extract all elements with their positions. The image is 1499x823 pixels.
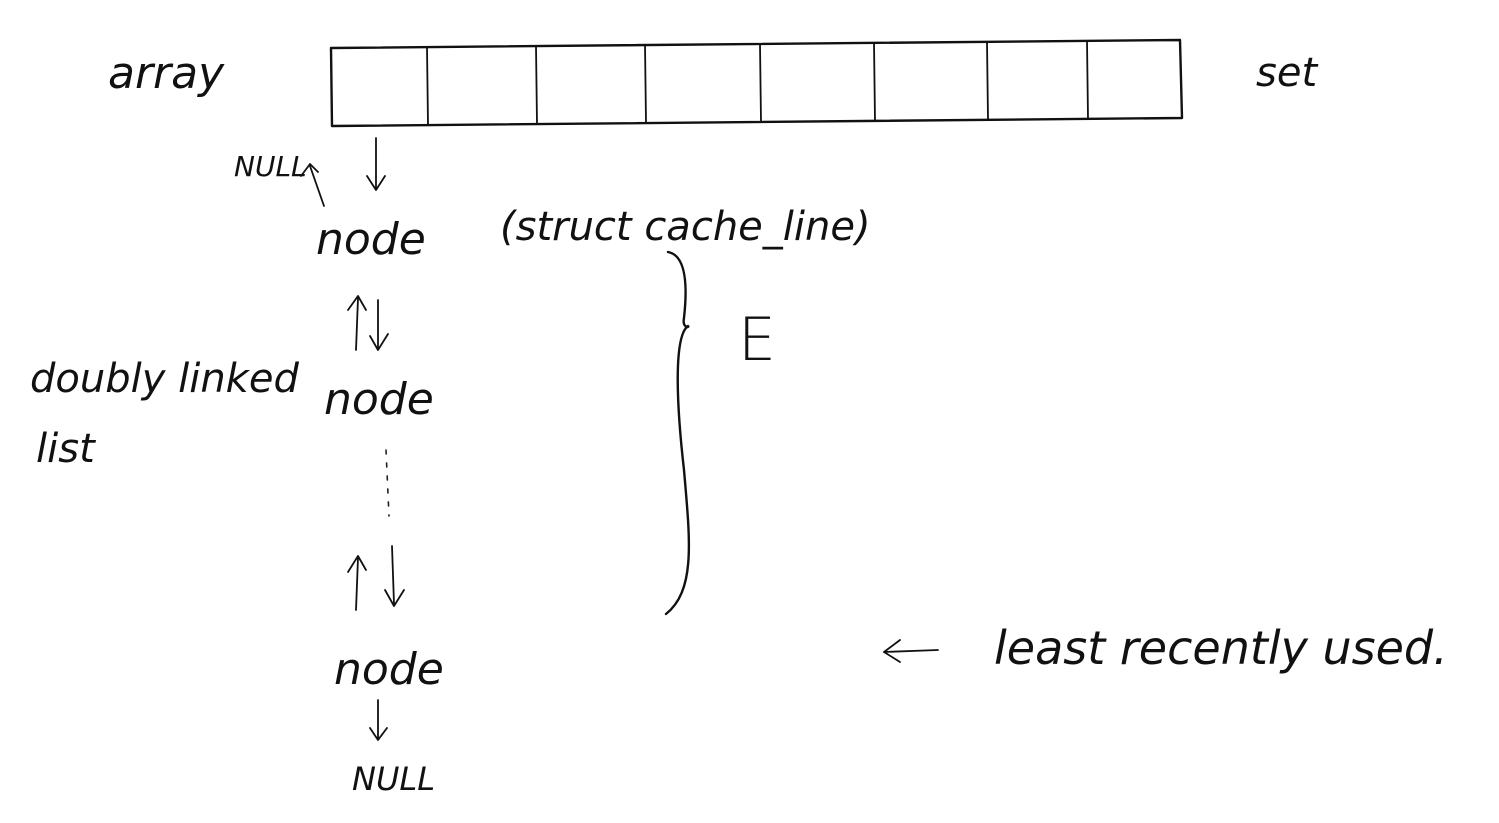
array-cell-dividers: [426, 40, 1089, 126]
array-cell-divider: [986, 40, 989, 121]
node-last: node: [334, 644, 444, 695]
array-cell-divider: [759, 43, 762, 123]
array-cell-divider: [535, 45, 538, 125]
array-to-node-arrow: [366, 137, 386, 191]
least-recently-used-note: least recently used.: [994, 621, 1448, 675]
array-label: array: [108, 48, 225, 99]
array-cell-divider: [644, 44, 647, 124]
group-brace: [664, 250, 691, 616]
array-cell-divider: [873, 42, 876, 122]
node-second: node: [324, 374, 434, 425]
prev-pointer-arrow: [300, 163, 325, 207]
double-link-arrow-1: [347, 295, 389, 351]
lru-arrow: [883, 639, 939, 663]
doubly-linked-line: doubly linked: [30, 356, 299, 402]
list-line: list: [36, 426, 96, 472]
array-cell-divider: [1086, 40, 1089, 120]
array-cell-divider: [426, 46, 429, 126]
node-first: node: [316, 214, 426, 265]
array-box: [329, 38, 1184, 128]
struct-cache-line-note: (struct cache_line): [500, 204, 871, 250]
doubly-linked-list-label: doubly linked list: [30, 356, 312, 472]
null-bottom-label: NULL: [352, 760, 435, 798]
array-outline: [329, 38, 1184, 128]
null-top-label: NULL: [234, 150, 307, 183]
ways-count-label: E: [738, 305, 776, 375]
double-link-arrow-2: [347, 545, 405, 611]
set-label: set: [1256, 50, 1318, 96]
last-node-to-null-arrow: [369, 699, 388, 741]
ellipsis-dots: [385, 449, 390, 517]
